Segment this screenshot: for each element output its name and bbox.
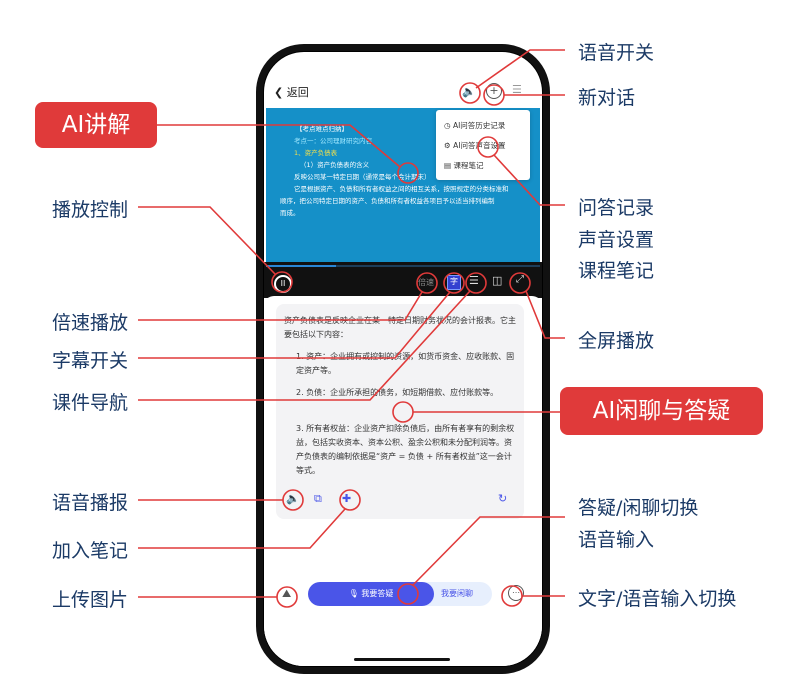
line-fullscreen <box>525 290 565 339</box>
menu-label: AI问答历史记录 <box>452 121 506 130</box>
marker <box>282 489 304 511</box>
label-nav: 课件导航 <box>52 392 129 414</box>
marker <box>397 162 419 184</box>
marker <box>271 271 293 293</box>
marker <box>483 84 505 106</box>
label-speed: 倍速播放 <box>52 312 129 334</box>
phone-screen: ❮ 返回 🔈 + ☰ 【考点难点归纳】 考点一：公司理财研究内容 1、资产负债表… <box>264 52 542 666</box>
marker <box>443 272 465 294</box>
slide-line: 它是根据资产、负债和所有者权益之间的相互关系，按照规定的分类标准和 <box>294 185 509 193</box>
marker <box>477 136 499 158</box>
line-speed <box>138 291 423 321</box>
marker <box>501 585 523 607</box>
slide-line: 而成。 <box>280 209 300 217</box>
line-switch <box>412 516 565 586</box>
line-nav <box>138 290 471 401</box>
label-playback: 播放控制 <box>52 199 129 221</box>
line-playback <box>138 206 276 275</box>
slide-line: 反映公司某一特定日期（通常是每个会计期末） <box>294 173 431 181</box>
refresh-icon[interactable]: ↻ <box>498 492 508 505</box>
label-upload: 上传图片 <box>52 589 129 611</box>
back-button[interactable]: ❮ 返回 <box>274 86 309 99</box>
answer-item: 2. 负债：企业所承担的债务，如短期借款、应付账款等。 <box>296 388 499 397</box>
line-subtitle <box>138 291 451 359</box>
slide-line: 顺序，把公司特定日期的资产、负债和所有者权益各项目予以适当排列编制 <box>280 197 495 205</box>
line-history <box>493 154 565 206</box>
marker <box>465 272 487 294</box>
label-voice-switch: 语音开关 <box>578 42 655 64</box>
menu-label: 课程笔记 <box>453 161 484 170</box>
speed-button[interactable]: 倍速 <box>418 278 434 287</box>
label-notes: 课程笔记 <box>578 260 655 282</box>
label-text-voice: 文字/语音输入切换 <box>578 588 737 610</box>
copy-icon[interactable]: ⧉ <box>314 492 322 505</box>
keyboard-icon[interactable]: ⋯ <box>508 585 524 601</box>
plus-circle-icon[interactable]: + <box>486 83 502 99</box>
fullscreen-icon[interactable]: ⤢ <box>516 274 524 285</box>
pill-ai-chat: AI闲聊与答疑 <box>560 387 763 435</box>
label-new-chat: 新对话 <box>578 87 636 109</box>
voice-broadcast-icon[interactable]: 🔈 <box>286 492 300 505</box>
line-ai-lecture <box>157 124 401 168</box>
marker <box>339 489 361 511</box>
slide-line: 【考点难点归纳】 <box>296 125 348 133</box>
speaker-icon[interactable]: 🔈 <box>462 85 476 98</box>
label-broadcast: 语音播报 <box>52 492 129 514</box>
menu-icon[interactable]: ☰ <box>512 83 522 96</box>
dropdown-menu: ◷ AI问答历史记录 ⚙ AI问答声音设置 ▤ 课程笔记 <box>436 110 530 180</box>
menu-item-notes[interactable]: ▤ 课程笔记 <box>444 161 484 170</box>
marker <box>392 401 414 423</box>
label-switch: 答疑/闲聊切换 <box>578 497 699 519</box>
add-note-icon[interactable]: ✚ <box>342 492 352 505</box>
back-label: 返回 <box>286 86 309 99</box>
slides-icon[interactable]: ◫ <box>492 274 503 287</box>
courseware-slide: 【考点难点归纳】 考点一：公司理财研究内容 1、资产负债表 （1）资产负债表的含… <box>266 108 540 262</box>
label-voice-input: 语音输入 <box>578 529 655 551</box>
answer-item: 1. 资产：企业拥有或控制的资源，如货币资金、应收账款、固定资产等。 <box>296 352 515 375</box>
marker <box>416 272 438 294</box>
label-fullscreen: 全屏播放 <box>578 330 655 352</box>
pill-ai-lecture: AI讲解 <box>35 102 157 148</box>
ask-label: 我要答疑 <box>361 589 394 598</box>
line-note <box>138 508 346 549</box>
marker <box>459 82 481 104</box>
label-voice-settings: 声音设置 <box>578 229 655 251</box>
marker <box>397 583 419 605</box>
marker <box>509 272 531 294</box>
menu-item-history[interactable]: ◷ AI问答历史记录 <box>444 121 506 130</box>
label-history: 问答记录 <box>578 197 655 219</box>
progress-bar[interactable] <box>266 265 540 267</box>
slide-line: （1）资产负债表的含义 <box>300 161 370 169</box>
upload-image-icon[interactable]: ⛰ <box>282 587 292 600</box>
home-indicator <box>354 658 450 661</box>
player-controls: II 倍速 字 ☰ ◫ ⤢ <box>264 262 542 298</box>
slide-line: 考点一：公司理财研究内容 <box>294 137 372 145</box>
answer-item: 3. 所有者权益：企业资产扣除负债后，由所有者享有的剩余权益，包括实收资本、资本… <box>296 424 515 475</box>
slide-line: 1、资产负债表 <box>294 149 338 157</box>
subtitle-icon[interactable]: 字 <box>447 275 461 290</box>
menu-item-voice-settings[interactable]: ⚙ AI问答声音设置 <box>444 141 506 150</box>
label-note: 加入笔记 <box>52 540 129 562</box>
header: ❮ 返回 🔈 + ☰ <box>264 78 542 108</box>
menu-label: AI问答声音设置 <box>453 141 506 150</box>
list-icon[interactable]: ☰ <box>469 274 479 287</box>
label-subtitle: 字幕开关 <box>52 350 129 372</box>
marker <box>276 586 298 608</box>
line-voice-switch <box>475 49 565 89</box>
